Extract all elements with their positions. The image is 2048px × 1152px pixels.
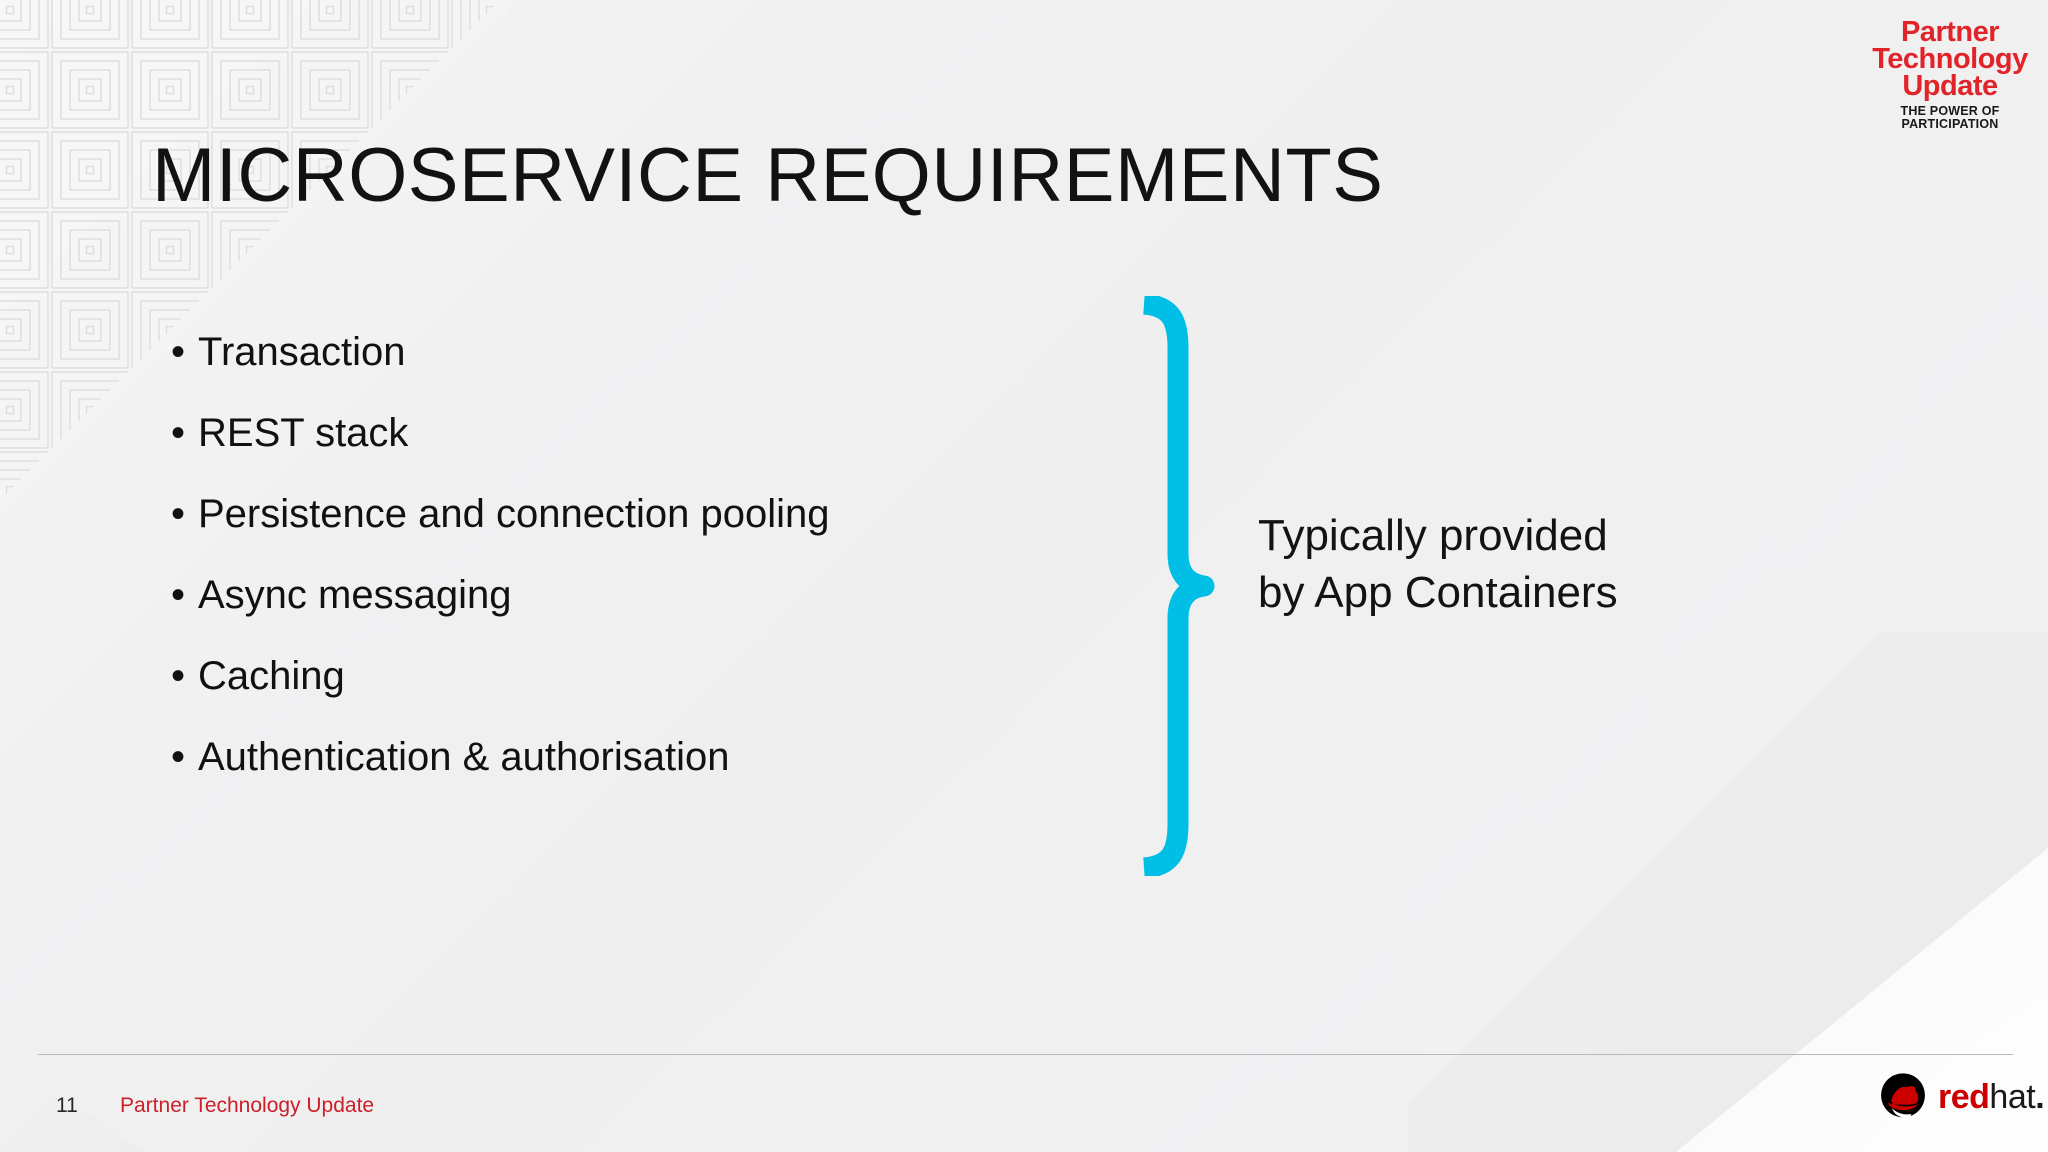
list-item-label: Transaction	[198, 330, 406, 374]
brand-logo-line-2: Technology	[1872, 43, 2028, 75]
list-item-label: Async messaging	[198, 573, 512, 617]
list-item-label: Persistence and connection pooling	[198, 492, 830, 536]
callout-line-1: Typically provided	[1258, 511, 1608, 560]
bullet-dot-icon: •	[171, 735, 186, 779]
footer-label: Partner Technology Update	[120, 1094, 375, 1117]
bullet-dot-icon: •	[171, 573, 186, 617]
redhat-wordmark: redhat.	[1938, 1078, 2045, 1116]
list-item: • REST stack	[162, 411, 1062, 492]
bullet-dot-icon: •	[171, 654, 186, 698]
brand-logo-line-3: Update	[1902, 70, 1998, 102]
requirements-bullet-list: • Transaction • REST stack • Persistence…	[162, 330, 1062, 816]
list-item: • Persistence and connection pooling	[162, 492, 1062, 573]
redhat-word-hat: hat	[1989, 1078, 2036, 1116]
list-item-label: Caching	[198, 654, 345, 698]
footer-divider	[38, 1054, 2013, 1055]
list-item: • Authentication & authorisation	[162, 735, 1062, 816]
redhat-wordmark-dot: .	[2035, 1078, 2045, 1116]
list-item-label: REST stack	[198, 411, 409, 455]
curly-brace-right-icon	[1130, 296, 1240, 876]
slide-title: MICROSERVICE REQUIREMENTS	[152, 133, 1384, 218]
page-number: 11	[56, 1094, 78, 1117]
bullet-dot-icon: •	[171, 330, 186, 374]
callout-line-2: by App Containers	[1258, 567, 1618, 617]
brand-logo-tagline-2: PARTICIPATION	[1901, 116, 1999, 131]
list-item: • Caching	[162, 654, 1062, 735]
brand-logo-line-1: Partner	[1900, 16, 2000, 48]
list-item: • Async messaging	[162, 573, 1062, 654]
redhat-logo: redhat.	[1876, 1072, 2045, 1122]
bullet-dot-icon: •	[171, 411, 186, 455]
bullet-dot-icon: •	[171, 492, 186, 536]
callout-text: Typically provided by App Containers	[1258, 508, 1618, 622]
partner-technology-update-logo: Partner Technology Update THE POWER OF P…	[1862, 18, 2038, 130]
brand-logo-tagline-1: THE POWER OF	[1900, 104, 2000, 118]
list-item-label: Authentication & authorisation	[198, 735, 730, 779]
redhat-shadowman-icon	[1881, 1073, 1925, 1118]
list-item: • Transaction	[162, 330, 1062, 411]
redhat-word-red: red	[1938, 1078, 1990, 1116]
